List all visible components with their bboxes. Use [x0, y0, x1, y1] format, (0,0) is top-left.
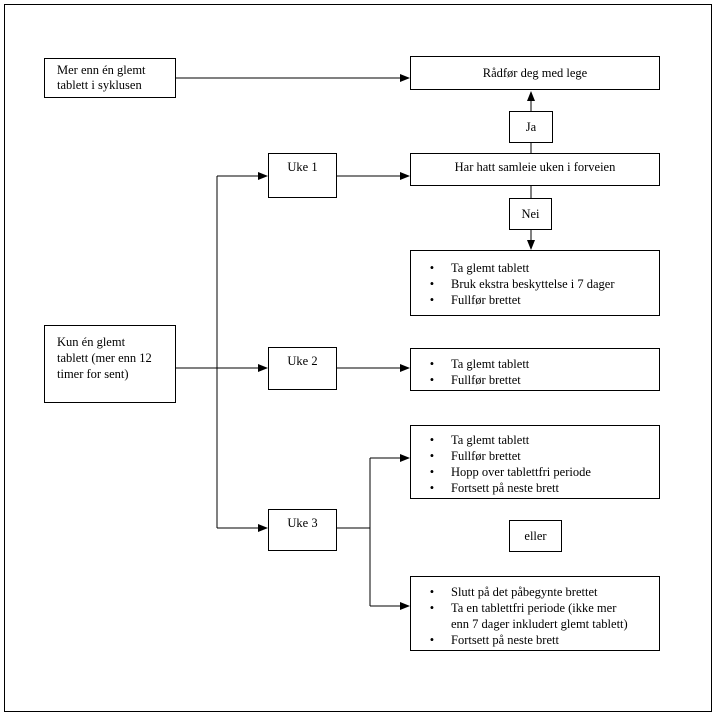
no-box: Nei [509, 198, 552, 230]
list-item: • Fullfør brettet [425, 292, 653, 308]
diagram-frame [4, 4, 712, 712]
list-item: • Ta glemt tablett [425, 260, 653, 276]
list-item: • Fullfør brettet [425, 372, 653, 388]
week2-label: Uke 2 [287, 354, 318, 368]
list-item-continuation: enn 7 dager inkludert glemt tablett) [425, 616, 653, 632]
list-item-text: Fullfør brettet [451, 293, 521, 307]
week3-option-b-list: • Slutt på det påbegynte brettet • Ta en t… [425, 584, 653, 648]
list-item: • Ta glemt tablett [425, 432, 653, 448]
week1-actions-list: • Ta glemt tablett • Bruk ekstra beskyttel… [425, 260, 653, 308]
list-item: • Fortsett på neste brett [425, 480, 653, 496]
list-item-text: Slutt på det påbegynte brettet [451, 585, 598, 599]
bullet-icon: • [429, 433, 435, 447]
bullet-icon: • [429, 601, 435, 615]
bullet-icon: • [429, 481, 435, 495]
or-label: eller [524, 528, 547, 543]
or-box: eller [509, 520, 562, 552]
week1-box: Uke 1 [268, 153, 337, 198]
week3-option-b-box: • Slutt på det påbegynte brettet • Ta en t… [410, 576, 660, 651]
list-item-text: Ta glemt tablett [451, 357, 530, 371]
list-item-text: Ta glemt tablett [451, 261, 530, 275]
list-item: • Fullfør brettet [425, 448, 653, 464]
list-item-text: Bruk ekstra beskyttelse i 7 dager [451, 277, 615, 291]
list-item: • Fortsett på neste brett [425, 632, 653, 648]
bullet-icon: • [429, 465, 435, 479]
list-item: • Hopp over tablettfri periode [425, 464, 653, 480]
list-item-text: Hopp over tablettfri periode [451, 465, 591, 479]
list-item-text: Ta en tablettfri periode (ikke mer [451, 601, 617, 615]
list-item-text: Fullfør brettet [451, 449, 521, 463]
missed-single-line1: Kun én glemt [57, 335, 126, 349]
missed-single-box: Kun én glemt tablett (mer enn 12 timer f… [44, 325, 176, 403]
no-label: Nei [521, 206, 540, 221]
bullet-icon: • [429, 261, 435, 275]
week1-actions-box: • Ta glemt tablett • Bruk ekstra beskyttel… [410, 250, 660, 316]
missed-multiple-line1: Mer enn én glemt [57, 63, 146, 77]
week3-label: Uke 3 [287, 516, 318, 530]
missed-multiple-box: Mer enn én glemt tablett i syklusen [44, 58, 176, 98]
list-item-text: enn 7 dager inkludert glemt tablett) [451, 617, 628, 631]
week1-label: Uke 1 [287, 160, 318, 174]
intercourse-box: Har hatt samleie uken i forveien [410, 153, 660, 186]
list-item-text: Ta glemt tablett [451, 433, 530, 447]
missed-single-line2: tablett (mer enn 12 [57, 351, 152, 365]
week2-box: Uke 2 [268, 347, 337, 390]
week2-actions-list: • Ta glemt tablett • Fullfør brettet [425, 356, 653, 388]
yes-box: Ja [509, 111, 553, 143]
week3-option-a-box: • Ta glemt tablett • Fullfør brettet • Hopp… [410, 425, 660, 499]
bullet-icon: • [429, 277, 435, 291]
missed-multiple-line2: tablett i syklusen [57, 78, 142, 92]
missed-single-line3: timer for sent) [57, 367, 129, 381]
consult-doctor-label: Rådfør deg med lege [482, 65, 588, 80]
list-item: • Ta glemt tablett [425, 356, 653, 372]
bullet-icon: • [429, 449, 435, 463]
week3-option-a-list: • Ta glemt tablett • Fullfør brettet • Hopp… [425, 432, 653, 496]
bullet-icon: • [429, 373, 435, 387]
list-item-text: Fullfør brettet [451, 373, 521, 387]
week2-actions-box: • Ta glemt tablett • Fullfør brettet [410, 348, 660, 391]
intercourse-label: Har hatt samleie uken i forveien [454, 160, 616, 174]
bullet-icon: • [429, 633, 435, 647]
list-item: • Slutt på det påbegynte brettet [425, 584, 653, 600]
yes-label: Ja [525, 119, 537, 134]
list-item-text: Fortsett på neste brett [451, 633, 559, 647]
bullet-icon: • [429, 357, 435, 371]
week3-box: Uke 3 [268, 509, 337, 551]
list-item: • Bruk ekstra beskyttelse i 7 dager [425, 276, 653, 292]
bullet-icon: • [429, 585, 435, 599]
list-item-text: Fortsett på neste brett [451, 481, 559, 495]
bullet-icon: • [429, 293, 435, 307]
list-item: • Ta en tablettfri periode (ikke mer [425, 600, 653, 616]
consult-doctor-box: Rådfør deg med lege [410, 56, 660, 90]
